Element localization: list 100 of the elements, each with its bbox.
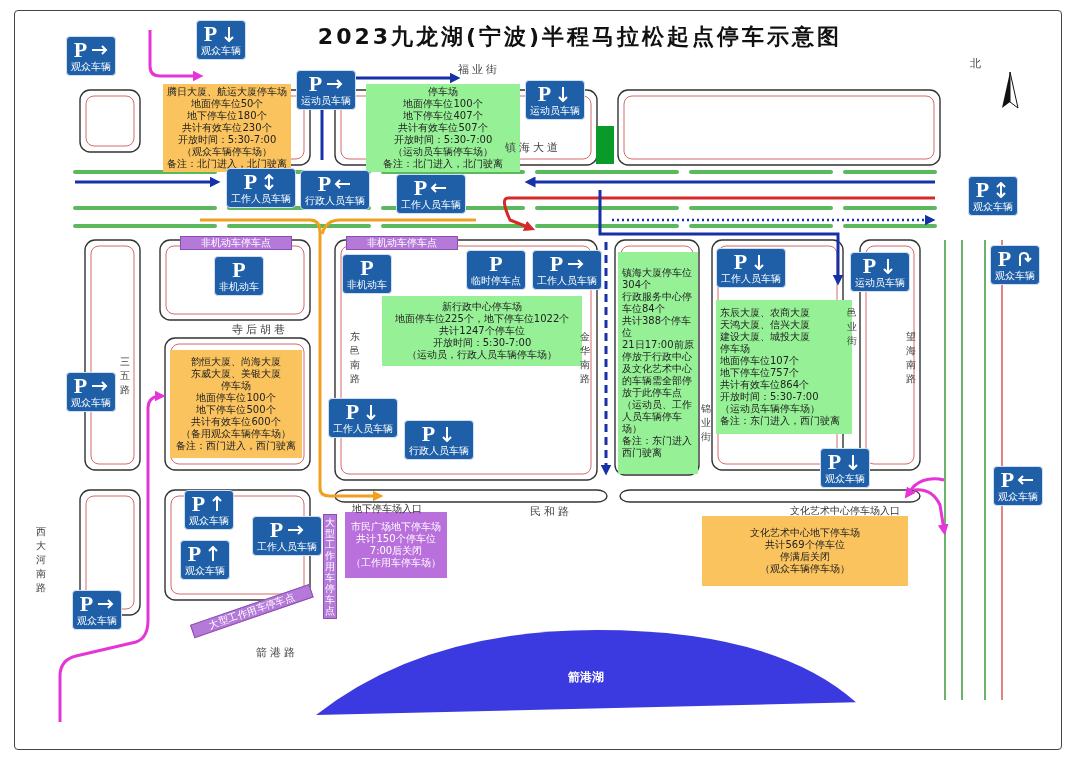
parking-letter: P (243, 171, 258, 193)
info-text: 备注：西门进入，西门驶离 (176, 440, 296, 452)
lake-name: 箭港湖 (568, 669, 604, 686)
info-text: 开放时间：5:30-7:00 (177, 134, 277, 146)
info-text: （运动员车辆停车场） (720, 403, 820, 415)
info-text: 停满后关闭 (780, 551, 830, 563)
info-text: 地面停车位107个 (720, 355, 800, 367)
parking-letter: P (73, 39, 88, 61)
road-name: 东邑南路 (350, 330, 360, 386)
info-text: 韵恒大厦、尚海大厦 (191, 356, 281, 368)
sign-text: 运动员车辆 (301, 95, 351, 107)
info-text: 7:00后关闭 (369, 545, 423, 557)
parking-letter: P (191, 493, 206, 515)
info-text: 共计569个停车位 (765, 539, 845, 551)
info-text: 停车场 (428, 86, 458, 98)
parking-sign (532, 250, 602, 290)
info-text: （备用观众车辆停车场） (181, 428, 291, 440)
info-text: 地面停车位100个 (403, 98, 483, 110)
sign-text: 非机动车 (219, 281, 259, 293)
info-text: 天鸿大厦、信兴大厦 (720, 319, 810, 331)
parking-zone-label: 大型工作用车停车点 (190, 584, 314, 639)
parking-letter: P (975, 179, 990, 201)
info-text: 开放时间：5:30-7:00 (432, 337, 532, 349)
parking-sign (72, 590, 122, 630)
info-text: 地面停车位225个，地下停车位1022个 (394, 313, 570, 325)
parking-sign (226, 168, 296, 208)
parking-zone-label: 非机动车停车点 (180, 236, 292, 250)
sign-text: 临时停车点 (471, 275, 521, 287)
info-text: 地下停车位407个 (403, 110, 483, 122)
info-text: 共计有效车位230个 (182, 122, 272, 134)
parking-letter: P (360, 257, 374, 279)
info-text: 东威大厦、美银大厦 (191, 368, 281, 380)
parking-sign (820, 448, 870, 488)
sign-text: 工作人员车辆 (333, 423, 393, 435)
parking-letter: P (79, 593, 94, 615)
info-text: 东辰大厦、农商大厦 (720, 307, 810, 319)
info-text: （运动员、工作人员车辆停车场） (622, 399, 693, 435)
sign-text: 工作人员车辆 (231, 193, 291, 205)
parking-sign (396, 174, 466, 214)
parking-sign (404, 420, 474, 460)
parking-sign (296, 70, 356, 110)
info-text: 停车场 (221, 380, 251, 392)
info-text: 备注：北门进入，北门驶离 (167, 158, 287, 170)
parking-letter: P (73, 375, 88, 397)
info-text: 备注：东门进入西门驶离 (622, 435, 693, 459)
sign-text: 观众车辆 (71, 61, 111, 73)
parking-sign (716, 248, 786, 288)
parking-sign (184, 490, 234, 530)
info-text: 建设大厦、城投大厦 (720, 331, 810, 343)
road-name: 北 (970, 56, 984, 71)
parking-zone-label: 非机动车停车点 (346, 236, 458, 250)
info-text: （运动员车辆停车场） (393, 146, 493, 158)
parking-info-panel (366, 84, 520, 172)
parking-sign (66, 36, 116, 76)
parking-letter: P (489, 253, 503, 275)
info-text: （观众车辆停车场） (182, 146, 272, 158)
parking-sign (993, 466, 1043, 506)
sign-text: 观众车辆 (995, 270, 1035, 282)
road-name: 民和路 (530, 504, 572, 519)
diagram-title: 2023九龙湖(宁波)半程马拉松起点停车示意图 (316, 23, 844, 51)
parking-letter: P (269, 519, 284, 541)
parking-letter: P (1000, 469, 1015, 491)
info-text: 地下停车位180个 (187, 110, 267, 122)
sign-text: 观众车辆 (77, 615, 117, 627)
parking-sign (990, 245, 1040, 285)
sign-text: 观众车辆 (825, 473, 865, 485)
parking-sign (66, 372, 116, 412)
entrance-label: 文化艺术中心停车场入口 (790, 504, 900, 518)
parking-letter: P (549, 253, 564, 275)
info-text: 共计150个停车位 (356, 533, 436, 545)
parking-letter: P (317, 173, 332, 195)
info-text: 21日17:00前原停放于行政中心及文化艺术中心的车辆需全部停放于此停车点 (622, 339, 694, 399)
info-text: 共计有效车位507个 (398, 122, 488, 134)
info-text: 地下停车位500个 (196, 404, 276, 416)
parking-info-panel (345, 512, 447, 578)
info-text: 行政服务中心停车位84个 (622, 291, 693, 315)
info-text: 腾日大厦、航运大厦停车场 (167, 86, 287, 98)
info-text: 共计388个停车位 (622, 315, 693, 339)
info-text: （工作用车停车场） (351, 557, 441, 569)
info-text: 镇海大厦停车位304个 (622, 267, 693, 291)
sign-text: 工作人员车辆 (257, 541, 317, 553)
road-name: 金华南路 (580, 330, 590, 386)
parking-info-panel (618, 252, 698, 474)
parking-zone-label: 大型工作用车停车点 (323, 514, 337, 619)
sign-text: 运动员车辆 (530, 105, 580, 117)
parking-sign (525, 80, 585, 120)
parking-letter: P (537, 83, 552, 105)
parking-sign (300, 170, 370, 210)
road-name: 西大河南路 (36, 525, 46, 595)
info-text: 共计1247个停车位 (439, 325, 525, 337)
info-text: 地下停车位757个 (720, 367, 800, 379)
parking-letter: P (232, 259, 246, 281)
info-text: 开放时间：5:30-7:00 (720, 391, 819, 403)
info-text: 地面停车位100个 (196, 392, 276, 404)
info-text: 备注：北门进入，北门驶离 (383, 158, 503, 170)
entrance-label: 地下停车场入口 (352, 502, 422, 516)
parking-sign (252, 516, 322, 556)
parking-sign (850, 252, 910, 292)
sign-text: 运动员车辆 (855, 277, 905, 289)
sign-text: 观众车辆 (201, 45, 241, 57)
